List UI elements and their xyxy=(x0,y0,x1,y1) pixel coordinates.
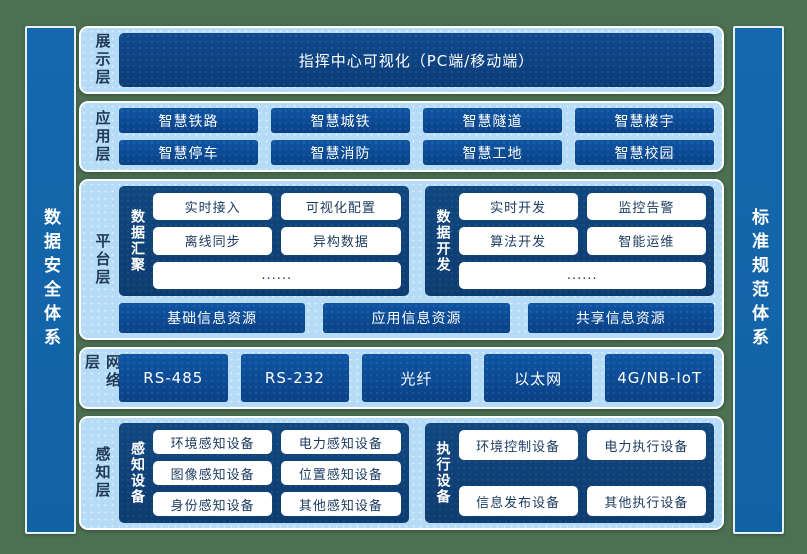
platform-groups: 数据汇聚 实时接入 可视化配置 离线同步 异构数据 ...... 数据开发 xyxy=(119,186,714,296)
display-layer-content: 指挥中心可视化（PC端/移动端） xyxy=(119,33,714,87)
network-layer-panel: 网络层 RS-485 RS-232 光纤 以太网 4G/NB-IoT xyxy=(79,347,724,409)
display-layer-label: 展示层 xyxy=(93,33,112,87)
sensing-devices-label: 感知设备 xyxy=(129,441,145,505)
app-item: 智慧城铁 xyxy=(271,108,410,133)
data-aggregation-grid: 实时接入 可视化配置 离线同步 异构数据 ...... xyxy=(153,193,401,289)
layers-column: 展示层 指挥中心可视化（PC端/移动端） 应用层 智慧铁路 智慧城铁 智慧隧道 … xyxy=(79,26,724,530)
device-chip: 其他感知设备 xyxy=(281,492,401,516)
app-item: 智慧隧道 xyxy=(423,108,562,133)
platform-chip: 异构数据 xyxy=(281,227,401,255)
application-layer-label-col: 应用层 xyxy=(87,108,119,165)
resource-box: 基础信息资源 xyxy=(119,303,306,333)
standards-label: 标准规范体系 xyxy=(748,208,768,352)
sensing-devices-group: 感知设备 环境感知设备 电力感知设备 图像感知设备 位置感知设备 身份感知设备 … xyxy=(119,423,409,523)
sensing-devices-grid: 环境感知设备 电力感知设备 图像感知设备 位置感知设备 身份感知设备 其他感知设… xyxy=(153,430,401,516)
execution-devices-label-col: 执行设备 xyxy=(433,430,453,516)
device-chip: 信息发布设备 xyxy=(458,486,578,516)
device-chip: 电力感知设备 xyxy=(281,430,401,454)
device-chip: 其他执行设备 xyxy=(586,486,706,516)
network-layer-label: 网络层 xyxy=(83,354,122,390)
data-aggregation-label: 数据汇聚 xyxy=(129,209,145,273)
platform-chip: 智能运维 xyxy=(586,227,706,255)
app-item: 智慧工地 xyxy=(423,140,562,165)
application-layer-label: 应用层 xyxy=(93,109,112,164)
platform-more-chip: ...... xyxy=(153,261,401,289)
execution-devices-group: 执行设备 环境控制设备 电力执行设备 信息发布设备 其他执行设备 xyxy=(425,423,715,523)
resources-row: 基础信息资源 应用信息资源 共享信息资源 xyxy=(119,303,714,333)
data-security-bar: 数据安全体系 xyxy=(25,26,76,534)
data-aggregation-group: 数据汇聚 实时接入 可视化配置 离线同步 异构数据 ...... xyxy=(119,186,409,296)
data-development-grid: 实时开发 监控告警 算法开发 智能运维 ...... xyxy=(458,193,706,289)
platform-chip: 实时开发 xyxy=(458,193,578,221)
network-item: RS-232 xyxy=(240,354,350,402)
execution-devices-label: 执行设备 xyxy=(434,441,451,505)
platform-chip: 离线同步 xyxy=(153,227,273,255)
network-item: RS-485 xyxy=(119,354,228,402)
command-center-box: 指挥中心可视化（PC端/移动端） xyxy=(119,33,714,87)
resource-box: 共享信息资源 xyxy=(527,303,714,333)
sensing-devices-label-col: 感知设备 xyxy=(127,430,147,516)
platform-chip: 监控告警 xyxy=(586,193,706,221)
app-item: 智慧楼宇 xyxy=(575,108,714,133)
standards-bar: 标准规范体系 xyxy=(733,26,784,534)
app-item: 智慧校园 xyxy=(575,140,714,165)
data-development-group: 数据开发 实时开发 监控告警 算法开发 智能运维 ...... xyxy=(425,186,715,296)
platform-layer-panel: 平台层 数据汇聚 实时接入 可视化配置 离线同步 异构数据 ...... xyxy=(79,179,724,340)
app-item: 智慧铁路 xyxy=(119,108,258,133)
device-chip: 位置感知设备 xyxy=(281,461,401,485)
application-layer-panel: 应用层 智慧铁路 智慧城铁 智慧隧道 智慧楼宇 智慧停车 智慧消防 智慧工地 智… xyxy=(79,101,724,172)
perception-layer-content: 感知设备 环境感知设备 电力感知设备 图像感知设备 位置感知设备 身份感知设备 … xyxy=(119,423,714,523)
display-layer-label-col: 展示层 xyxy=(87,33,119,87)
device-chip: 环境感知设备 xyxy=(153,430,273,454)
data-development-label-col: 数据开发 xyxy=(433,193,453,289)
device-chip: 环境控制设备 xyxy=(458,430,578,460)
data-security-label: 数据安全体系 xyxy=(40,208,60,352)
device-chip: 图像感知设备 xyxy=(153,461,273,485)
network-layer-label-col: 网络层 xyxy=(83,354,122,402)
application-layer-content: 智慧铁路 智慧城铁 智慧隧道 智慧楼宇 智慧停车 智慧消防 智慧工地 智慧校园 xyxy=(119,108,714,165)
network-item: 光纤 xyxy=(362,354,471,402)
network-item: 以太网 xyxy=(483,354,593,402)
display-layer-panel: 展示层 指挥中心可视化（PC端/移动端） xyxy=(79,26,724,94)
app-item: 智慧消防 xyxy=(271,140,410,165)
data-aggregation-label-col: 数据汇聚 xyxy=(127,193,147,289)
execution-devices-grid: 环境控制设备 电力执行设备 信息发布设备 其他执行设备 xyxy=(458,430,706,516)
perception-layer-label: 感知层 xyxy=(93,446,112,500)
perception-layer-label-col: 感知层 xyxy=(87,423,119,523)
network-layer-content: RS-485 RS-232 光纤 以太网 4G/NB-IoT xyxy=(119,354,714,402)
app-item: 智慧停车 xyxy=(119,140,258,165)
device-chip: 身份感知设备 xyxy=(153,492,273,516)
platform-layer-content: 数据汇聚 实时接入 可视化配置 离线同步 异构数据 ...... 数据开发 xyxy=(119,186,714,333)
device-chip: 电力执行设备 xyxy=(586,430,706,460)
platform-layer-label-col: 平台层 xyxy=(87,186,119,333)
perception-layer-panel: 感知层 感知设备 环境感知设备 电力感知设备 图像感知设备 位置感知设备 身份感… xyxy=(79,416,724,530)
data-development-label: 数据开发 xyxy=(434,209,451,273)
platform-chip: 算法开发 xyxy=(458,227,578,255)
platform-layer-label: 平台层 xyxy=(93,232,112,287)
platform-chip: 实时接入 xyxy=(153,193,273,221)
network-item: 4G/NB-IoT xyxy=(605,354,714,402)
resource-box: 应用信息资源 xyxy=(323,303,510,333)
platform-more-chip: ...... xyxy=(458,261,706,289)
platform-chip: 可视化配置 xyxy=(281,193,401,221)
